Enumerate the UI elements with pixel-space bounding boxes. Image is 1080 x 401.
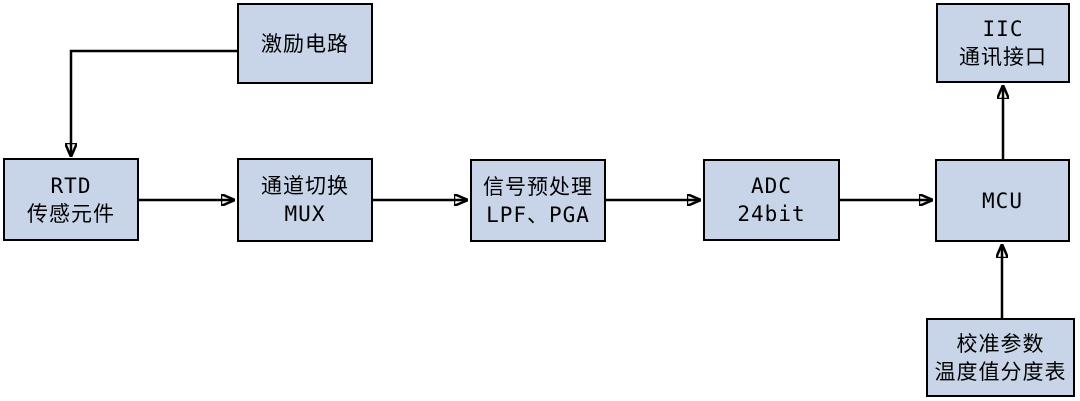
block-label: 通讯接口 <box>959 45 1047 69</box>
block-calibration-table: 校准参数 温度值分度表 <box>926 318 1075 397</box>
block-signal-preprocess: 信号预处理 LPF、PGA <box>470 159 606 242</box>
block-label: IIC <box>982 17 1024 41</box>
block-iic-interface: IIC 通讯接口 <box>936 3 1070 83</box>
block-label: 校准参数 <box>956 331 1045 356</box>
block-label: 信号预处理 <box>483 174 593 199</box>
block-mcu: MCU <box>935 159 1070 242</box>
block-rtd-sensor: RTD 传感元件 <box>3 158 139 241</box>
connector-excitation-to-rtd <box>71 49 237 156</box>
block-label: LPF、PGA <box>486 202 590 227</box>
block-label: ADC <box>751 174 792 198</box>
block-label: RTD <box>50 173 92 198</box>
block-label: 激励电路 <box>261 31 349 56</box>
block-adc: ADC 24bit <box>703 159 840 241</box>
block-channel-mux: 通道切换 MUX <box>237 158 373 242</box>
block-label: 传感元件 <box>27 201 115 226</box>
block-excitation-circuit: 激励电路 <box>237 3 373 84</box>
block-label: 24bit <box>737 202 806 226</box>
block-label: 温度值分度表 <box>934 359 1067 384</box>
block-label: MUX <box>284 202 326 226</box>
block-label: MCU <box>982 188 1023 213</box>
block-label: 通道切换 <box>261 174 349 198</box>
